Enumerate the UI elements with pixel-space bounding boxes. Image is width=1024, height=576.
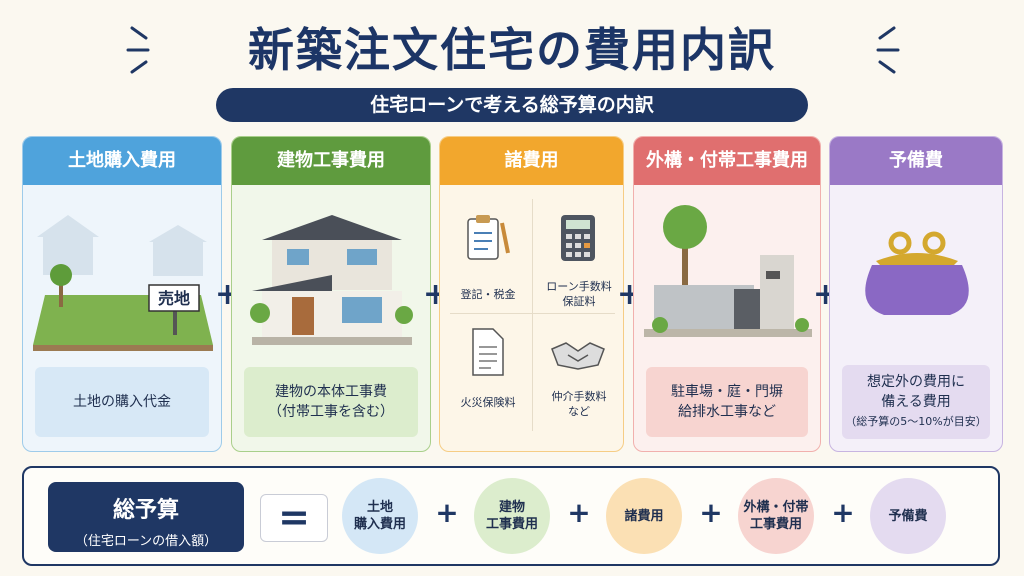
misc-item-brokerage: 仲介手数料 <box>551 390 607 403</box>
handshake-icon <box>551 342 605 370</box>
card-exterior-desc-line: 給排水工事など <box>678 404 776 420</box>
card-misc-title: 諸費用 <box>440 137 623 185</box>
card-reserve-title: 予備費 <box>830 137 1002 185</box>
equals-sign: = <box>260 494 328 542</box>
circle-exterior-line: 外構・付帯 <box>743 500 809 515</box>
exterior-illustration <box>644 205 812 337</box>
total-budget-sub: （住宅ローンの借入額） <box>74 534 218 549</box>
circle-land-line: 購入費用 <box>353 517 406 532</box>
circle-building-line: 工事費用 <box>485 517 538 532</box>
circle-exterior-line: 工事費用 <box>749 517 802 532</box>
total-budget-label: 総予算 <box>112 498 179 523</box>
coin-purse-icon <box>865 231 969 315</box>
card-building: 建物工事費用 建物の本体工事費 （付帯工事を含む） <box>231 136 431 452</box>
card-exterior-desc-line: 駐車場・庭・門塀 <box>671 384 783 400</box>
card-reserve-desc-note: （総予算の5〜10%が目安） <box>845 415 987 428</box>
card-exterior: 外構・付帯工事費用 駐車場・庭・門塀 給排水工事など <box>633 136 821 452</box>
card-building-desc: 建物の本体工事費 （付帯工事を含む） <box>244 367 418 437</box>
card-land-desc-line: 土地の購入代金 <box>73 394 171 410</box>
calculator-icon <box>561 215 595 261</box>
circle-land: 土地 購入費用 <box>342 478 418 554</box>
card-building-desc-line: 建物の本体工事費 <box>275 384 387 400</box>
plus-sign: + <box>435 496 459 529</box>
card-building-desc-line: （付帯工事を含む） <box>268 404 394 420</box>
circle-exterior: 外構・付帯 工事費用 <box>738 478 814 554</box>
page-title: 新築注文住宅の費用内訳 <box>248 23 776 77</box>
circle-building-line: 建物 <box>498 500 525 515</box>
card-land: 土地購入費用 売地 土地の購入代金 <box>22 136 222 452</box>
circle-misc-line: 諸費用 <box>624 508 664 524</box>
card-reserve-desc-line: 想定外の費用に <box>867 374 965 390</box>
total-budget-panel: 総予算 （住宅ローンの借入額） = 土地 購入費用 + 建物 工事費用 + 諸費… <box>22 466 1000 566</box>
plus-sign: + <box>699 496 723 529</box>
circle-land-line: 土地 <box>366 500 393 515</box>
document-icon <box>472 328 504 376</box>
sparkle-right-icon <box>876 26 900 74</box>
card-exterior-title: 外構・付帯工事費用 <box>634 137 820 185</box>
card-reserve: 予備費 想定外の費用に 備える費用 （総予算の5〜10%が目安） <box>829 136 1003 452</box>
card-land-desc: 土地の購入代金 <box>35 367 209 437</box>
sparkle-left-icon <box>126 26 150 74</box>
total-budget-box: 総予算 （住宅ローンの借入額） <box>48 482 244 552</box>
plus-sign: + <box>831 496 855 529</box>
misc-item-registration: 登記・税金 <box>460 288 516 301</box>
card-reserve-desc: 想定外の費用に 備える費用 （総予算の5〜10%が目安） <box>842 365 990 439</box>
card-exterior-desc: 駐車場・庭・門塀 給排水工事など <box>646 367 808 437</box>
misc-item-fire-insurance: 火災保険料 <box>460 396 516 409</box>
circle-misc: 諸費用 <box>606 478 682 554</box>
card-building-title: 建物工事費用 <box>232 137 430 185</box>
circle-building: 建物 工事費用 <box>474 478 550 554</box>
misc-item-guarantee: 保証料 <box>562 295 596 308</box>
card-reserve-desc-line: 備える費用 <box>881 394 951 410</box>
page-subtitle: 住宅ローンで考える総予算の内訳 <box>216 88 808 122</box>
clipboard-icon <box>467 215 510 260</box>
house-illustration <box>250 215 413 345</box>
misc-item-etc: など <box>568 405 590 418</box>
card-land-title: 土地購入費用 <box>23 137 221 185</box>
circle-reserve-line: 予備費 <box>888 508 928 524</box>
misc-item-loan-fee: ローン手数料 <box>546 280 612 293</box>
circle-reserve: 予備費 <box>870 478 946 554</box>
land-illustration: 売地 <box>33 215 213 351</box>
land-sign-label: 売地 <box>158 289 190 308</box>
plus-sign: + <box>567 496 591 529</box>
card-misc: 諸費用 登記・税金 ローン手数料 保証料 火災保険料 仲介手数料 など <box>439 136 624 452</box>
